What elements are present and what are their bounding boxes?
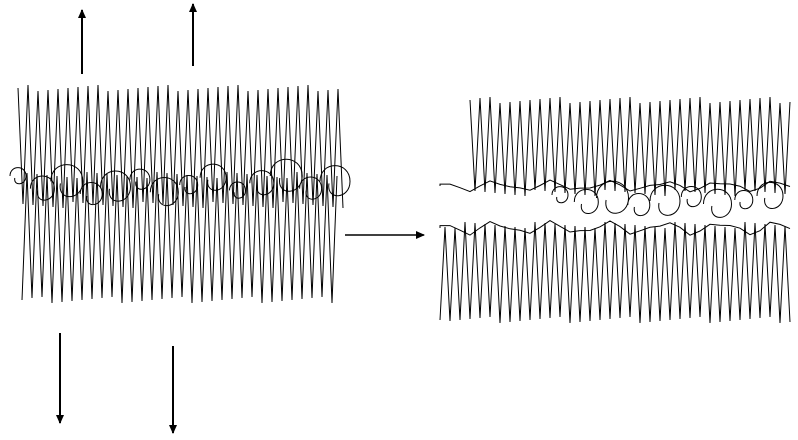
left-joined-brushes (10, 85, 350, 303)
right-upper-brush (470, 97, 790, 196)
right-upper-bristles (470, 97, 790, 196)
right-lower-bristles (440, 222, 790, 323)
right-lower-brush (440, 222, 790, 323)
right-separated-brushes (440, 97, 790, 323)
right-chain-loops (552, 181, 783, 217)
pull-arrows (60, 4, 193, 433)
